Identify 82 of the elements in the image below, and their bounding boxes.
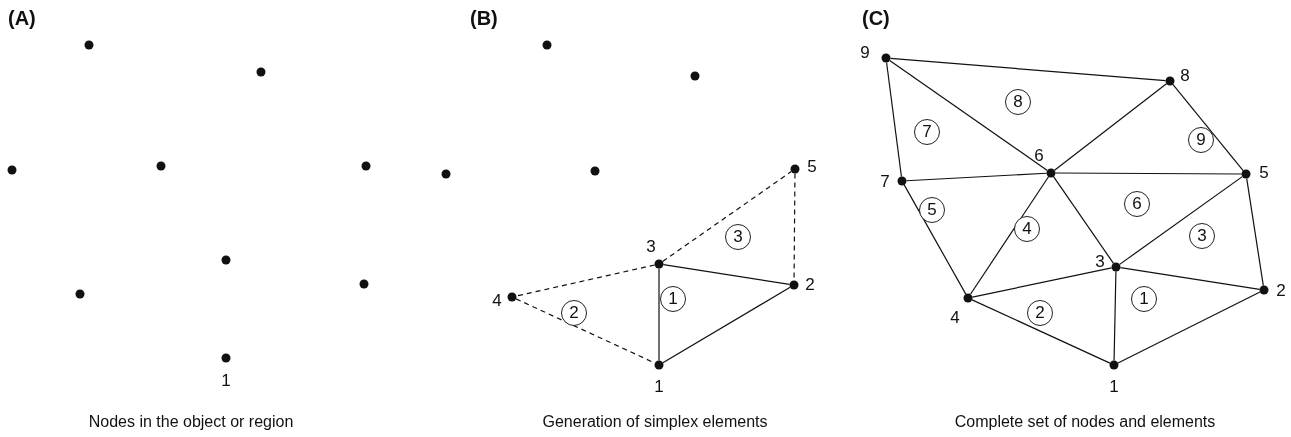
- mesh-edge-line: [662, 286, 791, 364]
- mesh-edge-line: [1119, 176, 1243, 265]
- node-point: [1046, 168, 1056, 178]
- node-point: [897, 176, 907, 186]
- element-number: 1: [1131, 286, 1157, 312]
- node-point: [690, 71, 700, 81]
- panel-caption: Complete set of nodes and elements: [954, 414, 1216, 430]
- mesh-edge-line: [1052, 176, 1115, 264]
- node-point: [963, 293, 973, 303]
- node-number: 2: [1276, 281, 1286, 299]
- node-point: [221, 255, 231, 265]
- element-number: 2: [561, 300, 587, 326]
- mesh-edge-line: [1053, 83, 1168, 171]
- node-point: [1241, 169, 1251, 179]
- node-number: 3: [646, 237, 656, 255]
- node-number: 1: [1109, 377, 1119, 395]
- node-number: 3: [1095, 252, 1105, 270]
- mesh-edge-line: [1054, 172, 1243, 175]
- panel-caption: Generation of simplex elements: [542, 414, 768, 430]
- node-point: [1259, 285, 1269, 295]
- mesh-edge-line: [886, 61, 902, 178]
- node-number: 8: [1180, 66, 1190, 84]
- node-number: 2: [805, 275, 815, 293]
- element-number: 4: [1014, 216, 1040, 242]
- dashed-line: [662, 171, 792, 263]
- node-point: [441, 169, 451, 179]
- node-point: [790, 164, 800, 174]
- mesh-edge-line: [1113, 270, 1117, 362]
- mesh-edge-line: [1172, 83, 1244, 172]
- node-point: [654, 360, 664, 370]
- mesh-edge-line: [889, 57, 1167, 82]
- mesh-edge-line: [971, 299, 1111, 364]
- node-number: 7: [880, 172, 890, 190]
- element-number: 7: [914, 119, 940, 145]
- mesh-edge-line: [1119, 267, 1261, 290]
- mesh-edge-line: [971, 267, 1113, 298]
- mesh-edge-line: [905, 172, 1048, 182]
- node-point: [881, 53, 891, 63]
- node-number: 5: [1259, 163, 1269, 181]
- element-number: 5: [919, 197, 945, 223]
- node-point: [1111, 262, 1121, 272]
- node-point: [156, 161, 166, 171]
- node-point: [789, 280, 799, 290]
- element-number: 8: [1005, 89, 1031, 115]
- node-number: 4: [950, 308, 960, 326]
- mesh-edge-line: [1117, 291, 1261, 364]
- panel-label: (A): [8, 8, 36, 28]
- node-point: [361, 161, 371, 171]
- element-number: 9: [1188, 127, 1214, 153]
- node-point: [1109, 360, 1119, 370]
- node-point: [654, 259, 664, 269]
- panel-caption: Nodes in the object or region: [88, 414, 294, 430]
- dashed-line: [515, 264, 656, 297]
- node-point: [221, 353, 231, 363]
- panel-label: (B): [470, 8, 498, 28]
- mesh-edge-line: [969, 176, 1050, 295]
- node-point: [507, 292, 517, 302]
- mesh-edge-line: [903, 184, 967, 295]
- node-point: [75, 289, 85, 299]
- node-point: [1165, 76, 1175, 86]
- mesh-edge-line: [658, 267, 660, 362]
- node-point: [84, 40, 94, 50]
- node-number: 1: [221, 371, 231, 389]
- element-number: 6: [1124, 191, 1150, 217]
- node-number: 5: [807, 157, 817, 175]
- panel-label: (C): [862, 8, 890, 28]
- node-point: [7, 165, 17, 175]
- node-point: [359, 279, 369, 289]
- element-number: 3: [725, 224, 751, 250]
- node-number: 1: [654, 377, 664, 395]
- node-number: 9: [860, 43, 870, 61]
- node-point: [542, 40, 552, 50]
- element-number: 3: [1189, 223, 1215, 249]
- node-number: 4: [492, 291, 502, 309]
- mesh-edge-line: [662, 264, 791, 285]
- element-number: 2: [1027, 300, 1053, 326]
- node-point: [256, 67, 266, 77]
- element-number: 1: [660, 286, 686, 312]
- mesh-edge-line: [1246, 177, 1264, 287]
- node-number: 6: [1034, 146, 1044, 164]
- mesh-edge-line: [889, 59, 1048, 172]
- node-point: [590, 166, 600, 176]
